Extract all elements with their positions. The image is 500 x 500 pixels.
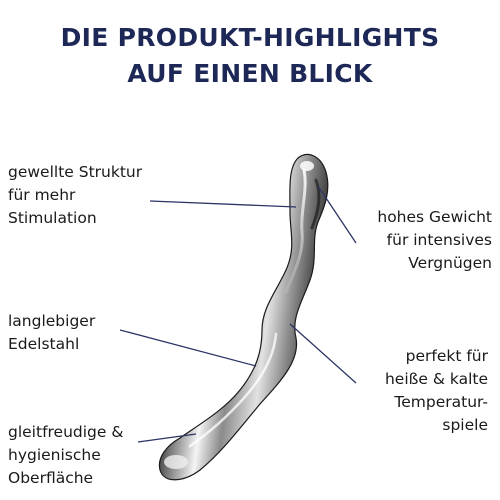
title-line-1: DIE PRODUKT-HIGHLIGHTS [60, 23, 440, 52]
label-line: Vergnügen [408, 254, 492, 272]
label-line: perfekt für [405, 347, 488, 365]
feature-temperature-play: perfekt für heiße & kalte Temperatur- sp… [385, 345, 488, 437]
feature-wavy-structure: gewellte Struktur für mehr Stimulation [8, 161, 142, 230]
label-line: für intensives [386, 231, 492, 249]
label-line: hygienische [8, 446, 101, 464]
feature-high-weight: hohes Gewicht für intensives Vergnügen [377, 206, 492, 275]
label-line: gleitfreudige & [8, 423, 124, 441]
label-line: Oberfläche [8, 469, 94, 487]
leader-line-weight [317, 185, 357, 244]
label-line: langlebiger [8, 312, 96, 330]
page-title: DIE PRODUKT-HIGHLIGHTS AUF EINEN BLICK [0, 20, 500, 92]
label-line: Edelstahl [8, 335, 80, 353]
label-line: hohes Gewicht [377, 208, 492, 226]
leader-line-surface [137, 433, 197, 443]
feature-stainless-steel: langlebiger Edelstahl [8, 310, 95, 356]
feature-hygienic-surface: gleitfreudige & hygienische Oberfläche [8, 421, 123, 490]
label-line: spiele [442, 416, 488, 434]
steel-product-shape [158, 153, 329, 481]
leader-line-steel [119, 329, 257, 367]
label-line: für mehr [8, 186, 76, 204]
label-line: gewellte Struktur [8, 163, 143, 181]
label-line: Stimulation [8, 209, 97, 227]
leader-line-wavy [149, 200, 297, 208]
leader-line-temperature [289, 323, 357, 384]
label-line: heiße & kalte [384, 370, 488, 388]
title-line-2: AUF EINEN BLICK [127, 59, 373, 88]
label-line: Temperatur- [394, 393, 488, 411]
